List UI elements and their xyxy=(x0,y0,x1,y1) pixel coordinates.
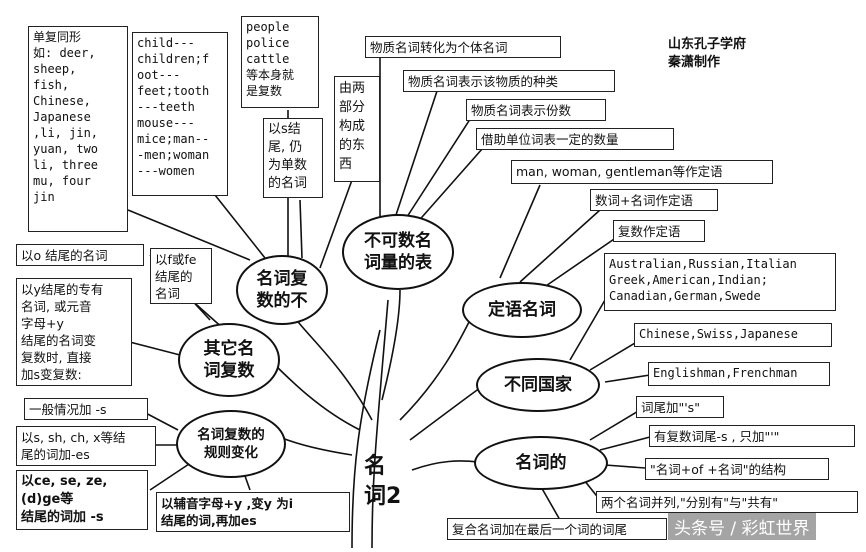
leaf-line xyxy=(604,374,651,383)
ce-se-ze-box: 以ce, se, ze, (d)ge等 结尾的词加 -s xyxy=(16,470,148,530)
s-ending-singular-box: 以s结 尾, 仍 为单数 的名词 xyxy=(263,118,323,198)
leaf-line xyxy=(319,179,353,269)
irregular-plural-box: child--- children;f oot--- feet;tooth --… xyxy=(132,32,228,196)
consonant-y-box: 以辅音字母+y ,变y 为i 结尾的词,再加es xyxy=(156,492,350,532)
inherent-plural-box: people police cattle 等本身就 是复数 xyxy=(241,16,319,108)
numeral-noun-attr-box: 数词+名词作定语 xyxy=(590,189,718,211)
branch-line xyxy=(399,319,471,421)
node-plural-rules: 名词复数的 规则变化 xyxy=(176,410,286,478)
branch-line xyxy=(381,289,401,401)
leaf-line xyxy=(604,464,646,469)
leaf-line xyxy=(539,484,561,521)
parallel-nouns-box: 两个名词并列,"分别有"与"共有" xyxy=(596,491,858,513)
plural-attr-box: 复数作定语 xyxy=(613,220,705,242)
compound-noun-box: 复合名词加在最后一个词的词尾 xyxy=(447,518,667,540)
of-structure-box: "名词+of +名词"的结构 xyxy=(645,458,829,480)
general-s-box: 一般情况加 -s xyxy=(24,398,148,420)
nationality-list-box: Australian,Russian,Italian Greek,America… xyxy=(604,253,836,311)
y-proper-noun-box: 以y结尾的专有 名词, 或元音 字母+y 结尾的名词变 复数时, 直接 加s变复… xyxy=(16,278,132,386)
leaf-line xyxy=(539,234,621,291)
leaf-line xyxy=(519,209,601,283)
root-label: 名 词2 xyxy=(364,454,402,509)
leaf-line xyxy=(589,409,641,441)
watermark: 头条号 / 彩虹世界 xyxy=(668,513,816,540)
leaf-line xyxy=(127,209,251,261)
leaf-line xyxy=(569,299,606,361)
same-form-nations-box: Chinese,Swiss,Japanese xyxy=(634,323,832,347)
node-attributive: 定语名词 xyxy=(462,282,582,338)
man-nations-box: Englishman,Frenchman xyxy=(648,362,830,386)
branch-line xyxy=(289,309,373,421)
node-other-plural: 其它名 词复数 xyxy=(178,323,280,397)
plural-s-apostrophe-box: 有复数词尾-s , 只加"'" xyxy=(649,425,855,447)
branch-line xyxy=(281,437,353,456)
leaf-line xyxy=(214,194,266,259)
branch-line xyxy=(269,359,361,431)
leaf-line xyxy=(599,436,651,451)
branch-line xyxy=(409,387,481,441)
unit-words-box: 借助单位词表一定的数量 xyxy=(476,128,674,150)
leaf-line xyxy=(499,184,541,279)
trunk-line xyxy=(371,299,389,549)
f-fe-ending-box: 以f或fe 结尾的 名词 xyxy=(150,248,212,304)
leaf-line xyxy=(299,199,303,259)
material-portion-box: 物质名词表示份数 xyxy=(466,99,606,121)
leaf-line xyxy=(414,139,491,226)
two-part-things-box: 由两 部分 构成 的东 西 xyxy=(334,76,380,182)
trunk-line xyxy=(351,329,381,549)
apostrophe-s-box: 词尾加"'s" xyxy=(636,396,724,418)
o-ending-box: 以o 结尾的名词 xyxy=(16,244,144,266)
node-uncountable: 不可数名 词量的表 xyxy=(342,214,454,290)
branch-line xyxy=(411,460,479,471)
material-individual-box: 物质名词转化为个体名词 xyxy=(365,36,561,58)
s-sh-ch-x-box: 以s, sh, ch, x等结 尾的词加-es xyxy=(16,426,156,466)
leaf-line xyxy=(404,109,477,221)
node-countries: 不同国家 xyxy=(476,358,600,412)
same-form-box: 单复同形 如: deer, sheep, fish, Chinese, Japa… xyxy=(28,26,128,232)
man-woman-attr-box: man, woman, gentleman等作定语 xyxy=(511,160,773,184)
material-kind-box: 物质名词表示该物质的种类 xyxy=(403,70,615,92)
credit-label: 山东孔子学府 秦潇制作 xyxy=(668,37,747,70)
node-plural-irregular: 名词复 数的不 xyxy=(236,255,328,325)
node-possessive: 名词的 xyxy=(474,436,608,490)
leaf-line xyxy=(394,81,441,219)
leaf-line xyxy=(589,339,641,371)
